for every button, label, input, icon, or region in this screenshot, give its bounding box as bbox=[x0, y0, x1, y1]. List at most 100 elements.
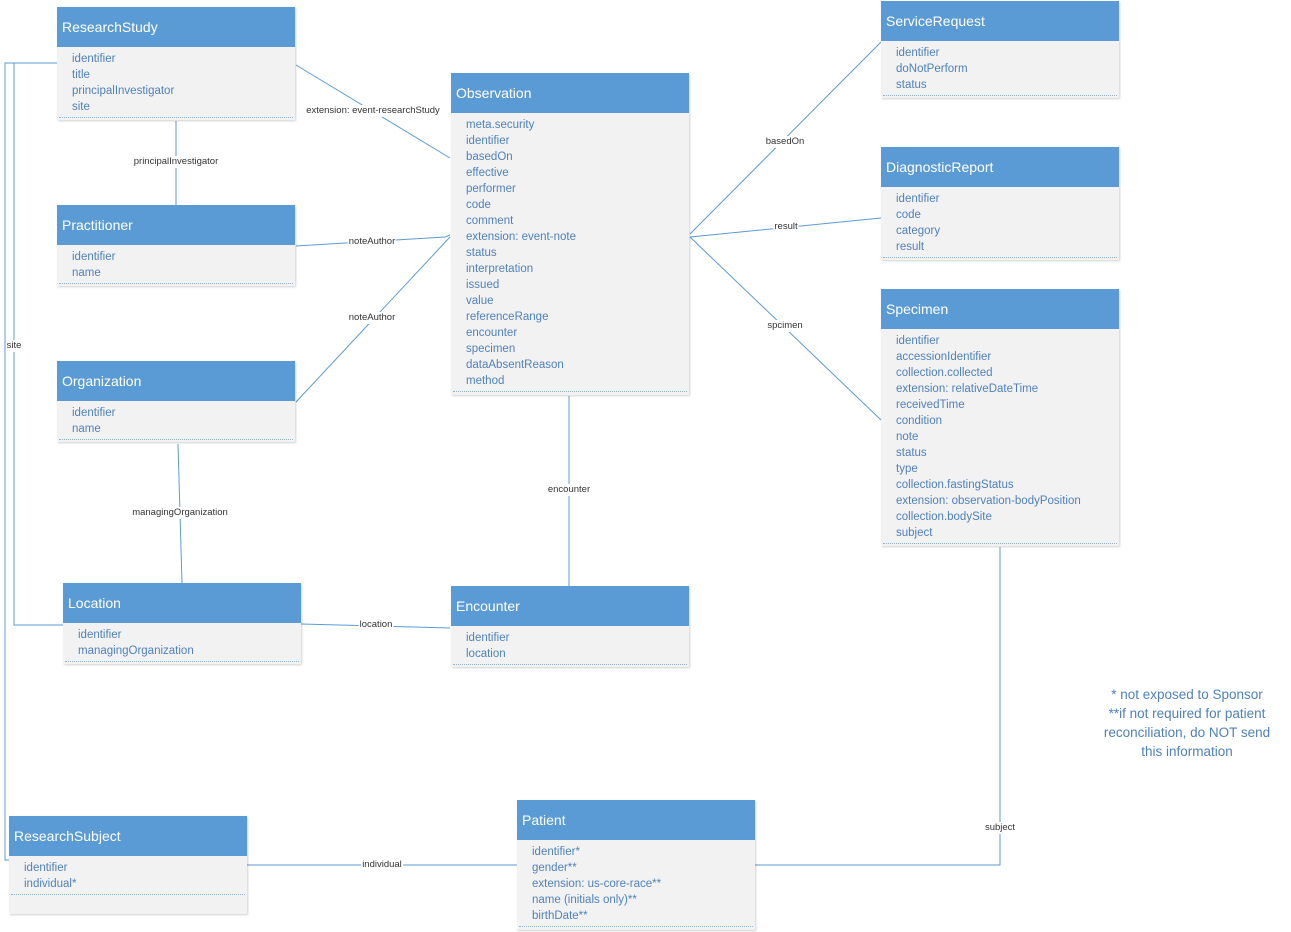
label-subject: subject bbox=[983, 822, 1017, 834]
footnote: * not exposed to Sponsor **if not requir… bbox=[1082, 685, 1291, 761]
entity-field: identifier bbox=[896, 193, 940, 205]
entity-field: status bbox=[466, 247, 497, 259]
entity-field: extension: us-core-race** bbox=[532, 878, 662, 890]
entity-field: identifier* bbox=[532, 846, 580, 858]
entity-fields: identifier name bbox=[59, 401, 293, 440]
entity-field: basedOn bbox=[466, 151, 513, 163]
entity-field: managingOrganization bbox=[78, 645, 194, 657]
footnote-line: this information bbox=[1141, 744, 1233, 759]
entity-title: ResearchSubject bbox=[9, 816, 247, 856]
entity-field: category bbox=[896, 225, 941, 237]
entity-field: dataAbsentReason bbox=[466, 359, 564, 371]
entity-diagnosticreport[interactable]: DiagnosticReport identifier code category r… bbox=[881, 147, 1119, 260]
entity-location[interactable]: Location identifier managingOrganization bbox=[63, 583, 301, 664]
entity-field: encounter bbox=[466, 327, 518, 339]
entity-field: principalInvestigator bbox=[72, 85, 175, 97]
label-individual: individual bbox=[361, 859, 403, 871]
entity-field: identifier bbox=[72, 251, 116, 263]
entity-field: result bbox=[896, 241, 925, 253]
entity-field: method bbox=[466, 375, 505, 387]
entity-field: name bbox=[72, 267, 101, 279]
entity-title: Practitioner bbox=[57, 205, 295, 245]
entity-field: comment bbox=[466, 215, 514, 227]
label-site: site bbox=[5, 340, 23, 352]
entity-field: name (initials only)** bbox=[532, 894, 637, 906]
entity-field: collection.collected bbox=[896, 367, 993, 379]
entity-title: Organization bbox=[57, 361, 295, 401]
entity-fields: meta.security identifier basedOn effective p… bbox=[453, 113, 687, 392]
entity-field: collection.fastingStatus bbox=[896, 479, 1014, 491]
entity-title: ServiceRequest bbox=[881, 1, 1119, 41]
entity-fields: identifier* gender** extension: us-core-ra… bbox=[519, 840, 753, 927]
entity-patient[interactable]: Patient identifier*gender**extension: us… bbox=[517, 800, 755, 930]
label-noteauthor-organization: noteAuthor bbox=[347, 312, 397, 324]
entity-field: status bbox=[896, 447, 927, 459]
entity-practitioner[interactable]: Practitioner identifier name bbox=[57, 205, 295, 286]
entity-field: identifier bbox=[78, 629, 122, 641]
entity-field: accessionIdentifier bbox=[896, 351, 992, 363]
entity-field: name bbox=[72, 423, 101, 435]
entity-field: doNotPerform bbox=[896, 63, 968, 75]
entity-field: collection.bodySite bbox=[896, 511, 992, 523]
entity-field: individual* bbox=[24, 878, 77, 890]
entity-field: identifier bbox=[466, 632, 510, 644]
footnote-line: **if not required for patient bbox=[1108, 706, 1266, 721]
entity-field: identifier bbox=[896, 47, 940, 59]
entity-field: title bbox=[72, 69, 90, 81]
entity-title: Location bbox=[63, 583, 301, 623]
footnote-line: reconciliation, do NOT send bbox=[1103, 725, 1271, 740]
entity-field: receivedTime bbox=[896, 399, 965, 411]
entity-field: effective bbox=[466, 167, 509, 179]
entity-observation[interactable]: Observation meta.security identifier based… bbox=[451, 73, 689, 395]
entity-title: Encounter bbox=[451, 586, 689, 626]
entity-organization[interactable]: Organization identifier name bbox=[57, 361, 295, 442]
entity-title: Observation bbox=[451, 73, 689, 113]
label-encounter: encounter bbox=[546, 484, 592, 496]
entity-field: meta.security bbox=[466, 119, 535, 131]
entity-researchsubject[interactable]: ResearchSubject identifier individual* bbox=[9, 816, 247, 914]
entity-fields: identifier name bbox=[59, 245, 293, 284]
entity-field: extension: relativeDateTime bbox=[896, 383, 1039, 395]
entity-field: interpretation bbox=[466, 263, 534, 275]
entity-field: identifier bbox=[896, 335, 940, 347]
entity-field: identifier bbox=[466, 135, 510, 147]
entity-field: location bbox=[466, 648, 506, 660]
entity-field: issued bbox=[466, 279, 500, 291]
label-managingorganization: managingOrganization bbox=[131, 507, 229, 519]
entity-fields: identifier code category result bbox=[883, 187, 1117, 258]
entity-field: gender** bbox=[532, 862, 577, 874]
entity-field: identifier bbox=[72, 407, 116, 419]
connector-subject bbox=[755, 547, 1001, 866]
entity-fields: identifier individual* bbox=[11, 856, 245, 895]
entity-field: site bbox=[72, 101, 90, 113]
entity-encounter[interactable]: Encounter identifier location bbox=[451, 586, 689, 667]
entity-title: Specimen bbox=[881, 289, 1119, 329]
entity-fields: identifier managingOrganization bbox=[65, 623, 299, 662]
label-basedon: basedOn bbox=[764, 136, 806, 148]
entity-field: specimen bbox=[466, 343, 516, 355]
entity-field: condition bbox=[896, 415, 943, 427]
entity-title: DiagnosticReport bbox=[881, 147, 1119, 187]
footnote-line: * not exposed to Sponsor bbox=[1111, 687, 1263, 702]
entity-field: extension: event-note bbox=[466, 231, 576, 243]
label-extension-event-researchstudy: extension: event-researchStudy bbox=[305, 105, 441, 117]
entity-field: identifier bbox=[24, 862, 68, 874]
label-principalinvestigator: principalInvestigator bbox=[132, 156, 220, 168]
entity-title: ResearchStudy bbox=[57, 7, 295, 47]
entity-specimen[interactable]: Specimen identifier accessionIdentifier co… bbox=[881, 289, 1119, 546]
entity-field: type bbox=[896, 463, 918, 475]
entity-field: value bbox=[466, 295, 494, 307]
entity-field: code bbox=[896, 209, 921, 221]
connector-noteauthor-practitioner bbox=[295, 234, 451, 247]
connector-researchsubject-left bbox=[4, 62, 57, 861]
entity-field: performer bbox=[466, 183, 516, 195]
label-location: location bbox=[358, 619, 394, 631]
label-result: result bbox=[773, 221, 799, 233]
entity-fields: identifier accessionIdentifier collection.… bbox=[883, 329, 1117, 544]
entity-fields: identifier location bbox=[453, 626, 687, 665]
entity-field: birthDate** bbox=[532, 910, 588, 922]
